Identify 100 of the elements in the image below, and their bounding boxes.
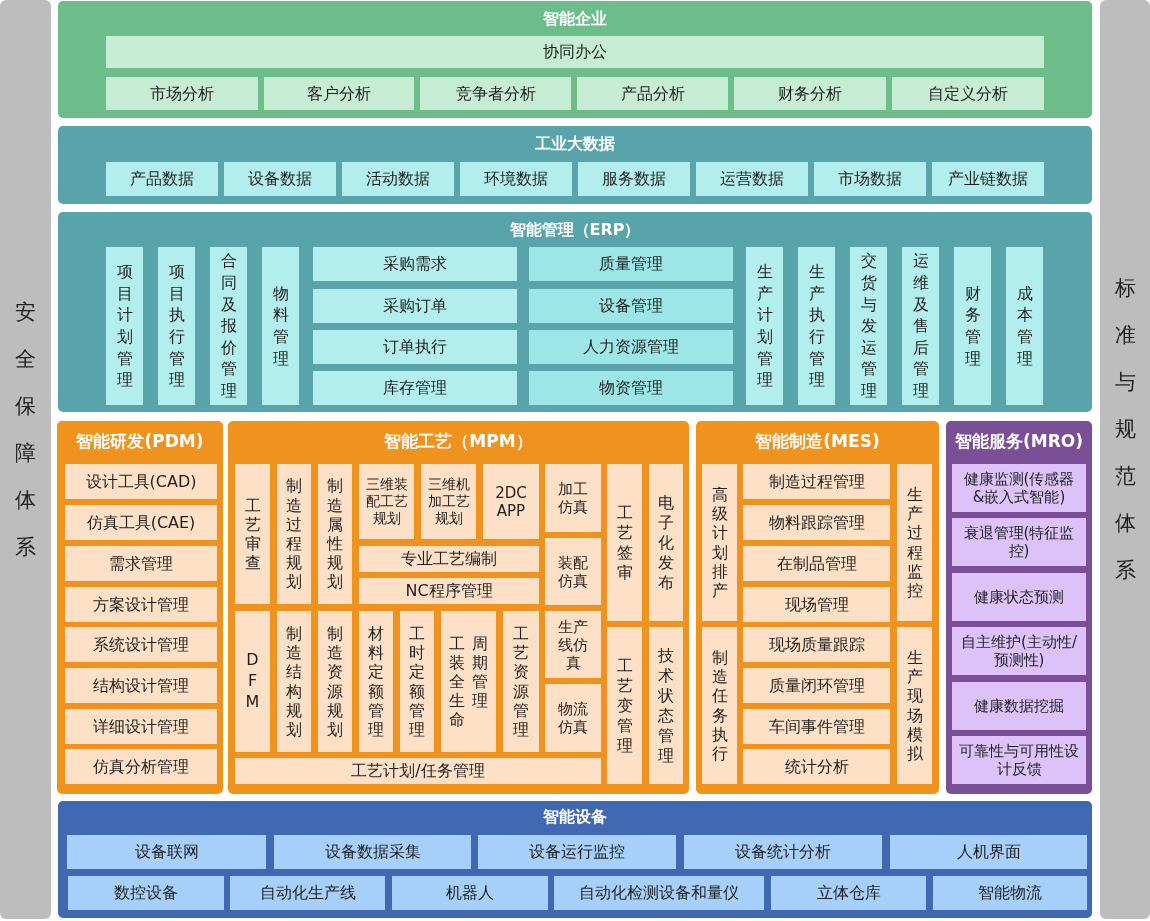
module-card: 协同办公 xyxy=(106,36,1044,68)
module-card: DFM xyxy=(235,611,270,752)
module-card: 活动数据 xyxy=(342,162,454,196)
panel-title: 智能服务(MRO) xyxy=(955,431,1083,452)
module-card: 三维装配工艺规划 xyxy=(359,464,414,539)
layer-panel xyxy=(58,212,1092,412)
module-card: 技术状态管理 xyxy=(649,627,683,784)
module-card: 订单执行 xyxy=(313,330,517,364)
module-card: 可靠性与可用性设计反馈 xyxy=(952,736,1086,784)
panel-title: 智能管理（ERP） xyxy=(509,220,641,240)
module-card: 详细设计管理 xyxy=(65,709,217,744)
module-card: 统计分析 xyxy=(743,749,890,784)
module-card: 健康监测(传感器&嵌入式智能) xyxy=(952,464,1086,512)
panel-title: 工业大数据 xyxy=(535,134,615,154)
panel-title: 智能制造(MES) xyxy=(755,431,880,452)
module-card: 生产现场模拟 xyxy=(897,627,932,784)
module-card: 制造过程管理 xyxy=(743,464,890,499)
module-card: 产业链数据 xyxy=(932,162,1044,196)
side-band: 安全保障体系 xyxy=(0,0,51,919)
layer-panel xyxy=(696,421,939,794)
module-card: 材料定额管理 xyxy=(359,611,393,752)
module-card: 合同及报价管理 xyxy=(210,247,247,405)
module-card: 仿真分析管理 xyxy=(65,749,217,784)
module-card: 市场分析 xyxy=(106,77,258,110)
layer-panel xyxy=(228,421,689,794)
module-card: 质量管理 xyxy=(529,247,733,281)
module-card: 竞争者分析 xyxy=(420,77,571,110)
module-card: 衰退管理(特征监控) xyxy=(952,518,1086,566)
module-card: 立体仓库 xyxy=(771,876,926,910)
module-card: 生产执行管理 xyxy=(798,247,835,405)
side-band: 标准与规范体系 xyxy=(1100,0,1150,919)
panel-title: 智能企业 xyxy=(543,9,607,29)
module-card: 工装全生命周期管理 xyxy=(441,611,496,752)
module-card: 工艺资源管理 xyxy=(503,611,539,752)
layer-panel xyxy=(58,126,1092,204)
module-card: 项目计划管理 xyxy=(106,247,143,405)
layer-panel xyxy=(946,421,1092,794)
module-card: 系统设计管理 xyxy=(65,627,217,662)
module-card: 财务分析 xyxy=(734,77,886,110)
module-card: 设计工具(CAD) xyxy=(65,464,217,499)
module-card: 现场质量跟踪 xyxy=(743,627,890,662)
module-card: 工艺计划/任务管理 xyxy=(235,758,601,784)
module-card: 人机界面 xyxy=(890,835,1087,869)
module-card: 制造资源规划 xyxy=(318,611,352,752)
module-card: 2DC APP xyxy=(483,464,539,539)
module-card: 工艺签审 xyxy=(607,464,642,621)
module-card: 客户分析 xyxy=(264,77,414,110)
module-card: 财务管理 xyxy=(954,247,991,405)
module-card: 生产过程监控 xyxy=(897,464,932,621)
module-card: 设备管理 xyxy=(529,289,733,323)
module-card: 采购需求 xyxy=(313,247,517,281)
module-card: 数控设备 xyxy=(68,876,224,910)
module-card: 制造任务执行 xyxy=(702,627,737,784)
module-card: 加工仿真 xyxy=(545,464,601,532)
module-card: 自动化检测设备和量仪 xyxy=(554,876,764,910)
module-card: 健康状态预测 xyxy=(952,573,1086,621)
module-card: 产品数据 xyxy=(106,162,218,196)
module-card: 现场管理 xyxy=(743,587,890,622)
module-card: 设备统计分析 xyxy=(684,835,882,869)
module-card: 自定义分析 xyxy=(892,77,1044,110)
module-card: 结构设计管理 xyxy=(65,668,217,703)
module-card: 制造结构规划 xyxy=(277,611,311,752)
module-card: 电子化发布 xyxy=(649,464,683,621)
module-card: 生产线仿真 xyxy=(545,611,601,678)
module-card: 制造属性规划 xyxy=(318,464,352,604)
module-card: 库存管理 xyxy=(313,371,517,405)
module-card: 成本管理 xyxy=(1006,247,1043,405)
module-card: 环境数据 xyxy=(460,162,572,196)
module-card: 运营数据 xyxy=(696,162,808,196)
module-card: 服务数据 xyxy=(578,162,690,196)
module-card: 物资管理 xyxy=(529,371,733,405)
module-card: 交货与发运管理 xyxy=(850,247,887,405)
module-card: 设备联网 xyxy=(67,835,266,869)
module-card: 在制品管理 xyxy=(743,546,890,581)
panel-title: 智能工艺（MPM） xyxy=(384,431,533,452)
module-card: 设备数据采集 xyxy=(274,835,471,869)
module-card: 方案设计管理 xyxy=(65,587,217,622)
module-card: 健康数据挖掘 xyxy=(952,682,1086,730)
module-card: 智能物流 xyxy=(933,876,1087,910)
module-card: 质量闭环管理 xyxy=(743,668,890,703)
module-card: 设备数据 xyxy=(224,162,336,196)
layer-panel xyxy=(58,801,1092,918)
module-card: 车间事件管理 xyxy=(743,709,890,744)
module-card: 物流仿真 xyxy=(545,684,601,752)
module-card: 运维及售后管理 xyxy=(902,247,939,405)
module-card: 专业工艺编制 xyxy=(359,546,539,572)
module-card: 装配仿真 xyxy=(545,538,601,605)
module-card: 采购订单 xyxy=(313,289,517,323)
module-card: 设备运行监控 xyxy=(478,835,676,869)
module-card: 自动化生产线 xyxy=(230,876,385,910)
module-card: 工艺变管理 xyxy=(607,627,642,784)
module-card: 人力资源管理 xyxy=(529,330,733,364)
module-card: 三维机加工艺规划 xyxy=(421,464,476,539)
module-card: 产品分析 xyxy=(577,77,728,110)
panel-title: 智能研发(PDM) xyxy=(76,431,204,452)
layer-panel xyxy=(58,1,1092,118)
module-card: 制造过程规划 xyxy=(277,464,311,604)
module-card: 工时定额管理 xyxy=(400,611,434,752)
module-card: 高级计划排产 xyxy=(702,464,737,621)
panel-title: 智能设备 xyxy=(543,807,607,827)
